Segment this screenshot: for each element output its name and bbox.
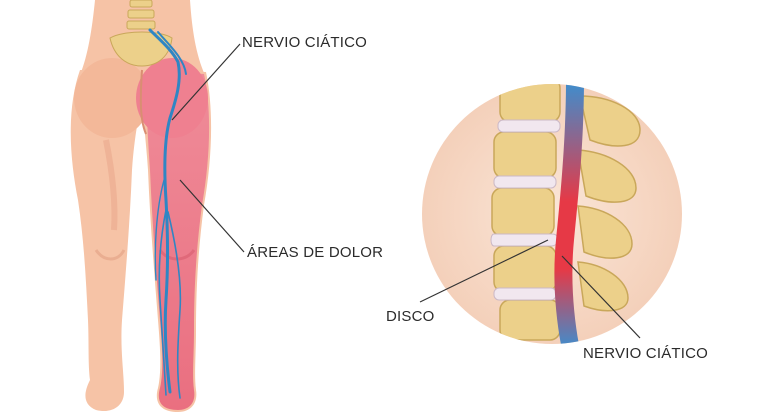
sacrum-bone (109, 31, 173, 67)
left-leg (70, 70, 150, 412)
human-body-back-view (70, 0, 212, 412)
sciatic-nerve-path (148, 28, 187, 399)
intervertebral-discs (493, 119, 561, 301)
inflamed-sciatic-nerve (554, 84, 584, 344)
leader-nervio-bot (561, 255, 641, 339)
leader-nervio-top (171, 43, 241, 121)
leader-lines (171, 43, 641, 339)
leader-areas (179, 179, 245, 253)
label-disc: DISCO (386, 308, 435, 325)
thigh-shadow-left (103, 139, 118, 231)
knee-shadow-left (94, 249, 126, 261)
left-buttock (74, 58, 150, 138)
label-sciatic-nerve-bottom: NERVIO CIÁTICO (583, 345, 709, 362)
lumbar-vertebrae (126, 0, 156, 30)
label-pain-areas: ÁREAS DE DOLOR (247, 244, 384, 261)
right-buttock (136, 58, 208, 138)
spinous-processes (577, 95, 641, 312)
gluteal-fold (139, 69, 147, 135)
herniated-disc (490, 233, 560, 247)
leader-disco (419, 239, 549, 303)
vertebral-bodies (491, 84, 561, 341)
label-sciatic-nerve-top: NERVIO CIÁTICO (242, 34, 368, 51)
spine-inset (422, 84, 682, 344)
